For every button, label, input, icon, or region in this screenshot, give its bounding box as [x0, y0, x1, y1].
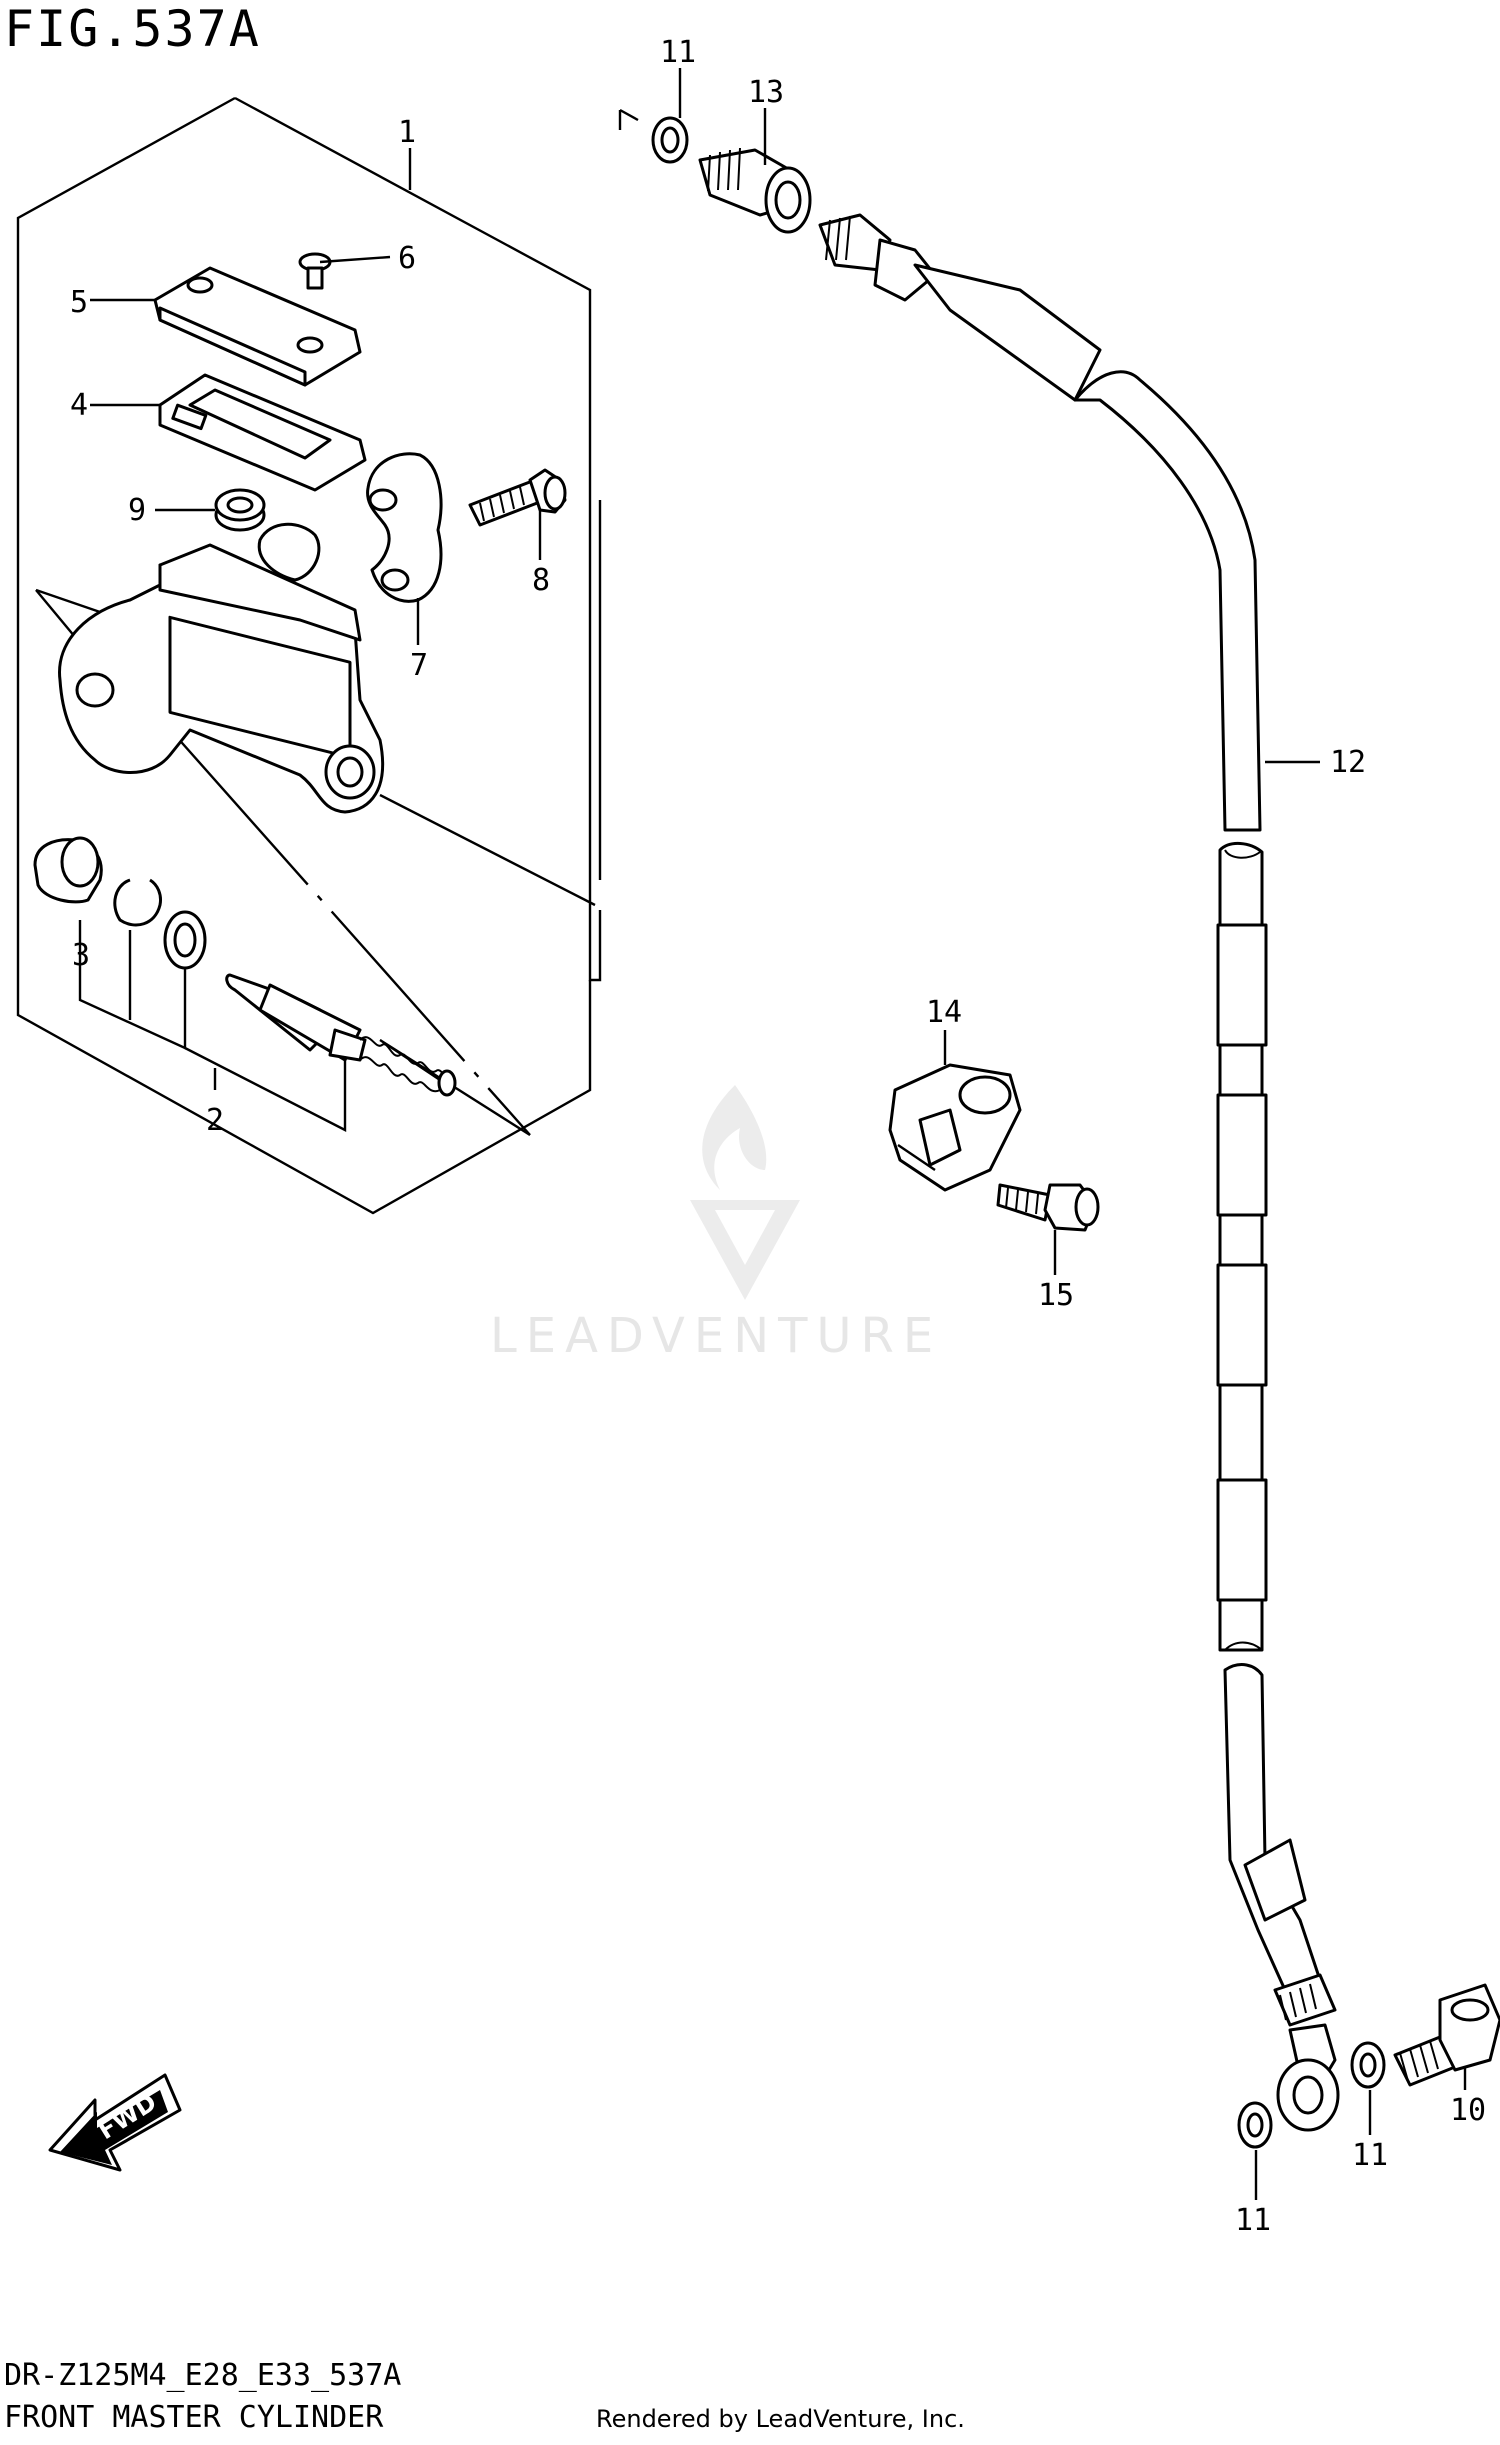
fwd-arrow-icon: FWD: [48, 2073, 182, 2172]
callout-11-bottom-right: 11: [1352, 2138, 1388, 2173]
kit-bracket: [78, 920, 347, 1132]
callout-13: 13: [748, 75, 784, 110]
clamp-bolt-15: [996, 1183, 1100, 1232]
figure-name: FRONT MASTER CYLINDER: [4, 2400, 384, 2435]
callout-3: 3: [72, 938, 90, 973]
leader-lines: [90, 68, 1467, 2200]
construction-lines: [35, 588, 596, 1137]
callout-14: 14: [926, 995, 962, 1030]
clamp-bolt: [468, 468, 567, 527]
callout-labels: 1 2 3 4 5 6 7 8 9 10 11 12 13 14 15 11 1…: [70, 35, 1486, 2238]
callout-11-top: 11: [660, 35, 696, 70]
callout-2: 2: [206, 1103, 224, 1138]
callout-5: 5: [70, 285, 88, 320]
callout-9: 9: [128, 493, 146, 528]
master-cylinder-body: [58, 522, 385, 814]
diaphragm: [158, 373, 367, 492]
callout-4: 4: [70, 388, 88, 423]
callout-8: 8: [532, 563, 550, 598]
callout-10: 10: [1450, 2093, 1486, 2128]
model-code: DR-Z125M4_E28_E33_537A: [4, 2358, 402, 2393]
brake-hose: [618, 108, 1340, 2132]
assembly-outline: [16, 96, 602, 1215]
figure-title: FIG.537A: [4, 0, 261, 58]
watermark-text: LEADVENTURE: [490, 1308, 943, 1364]
hose-clamp: [888, 1063, 1022, 1192]
callout-7: 7: [410, 648, 428, 683]
rendered-by: Rendered by LeadVenture, Inc.: [596, 2405, 965, 2433]
callout-11-bottom-left: 11: [1235, 2203, 1271, 2238]
holder-clamp: [366, 452, 443, 603]
callout-6: 6: [398, 241, 416, 276]
callout-1: 1: [398, 115, 416, 150]
watermark-logo: [690, 1085, 800, 1300]
cap-screw: [298, 252, 332, 290]
reservoir-cap: [153, 266, 362, 387]
piston-kit: [33, 836, 457, 1097]
callout-12: 12: [1330, 745, 1366, 780]
callout-15: 15: [1038, 1278, 1074, 1313]
grommet: [214, 488, 266, 532]
banjo-bolt: [1393, 1983, 1500, 2087]
banjo-washers: [1237, 2041, 1386, 2149]
